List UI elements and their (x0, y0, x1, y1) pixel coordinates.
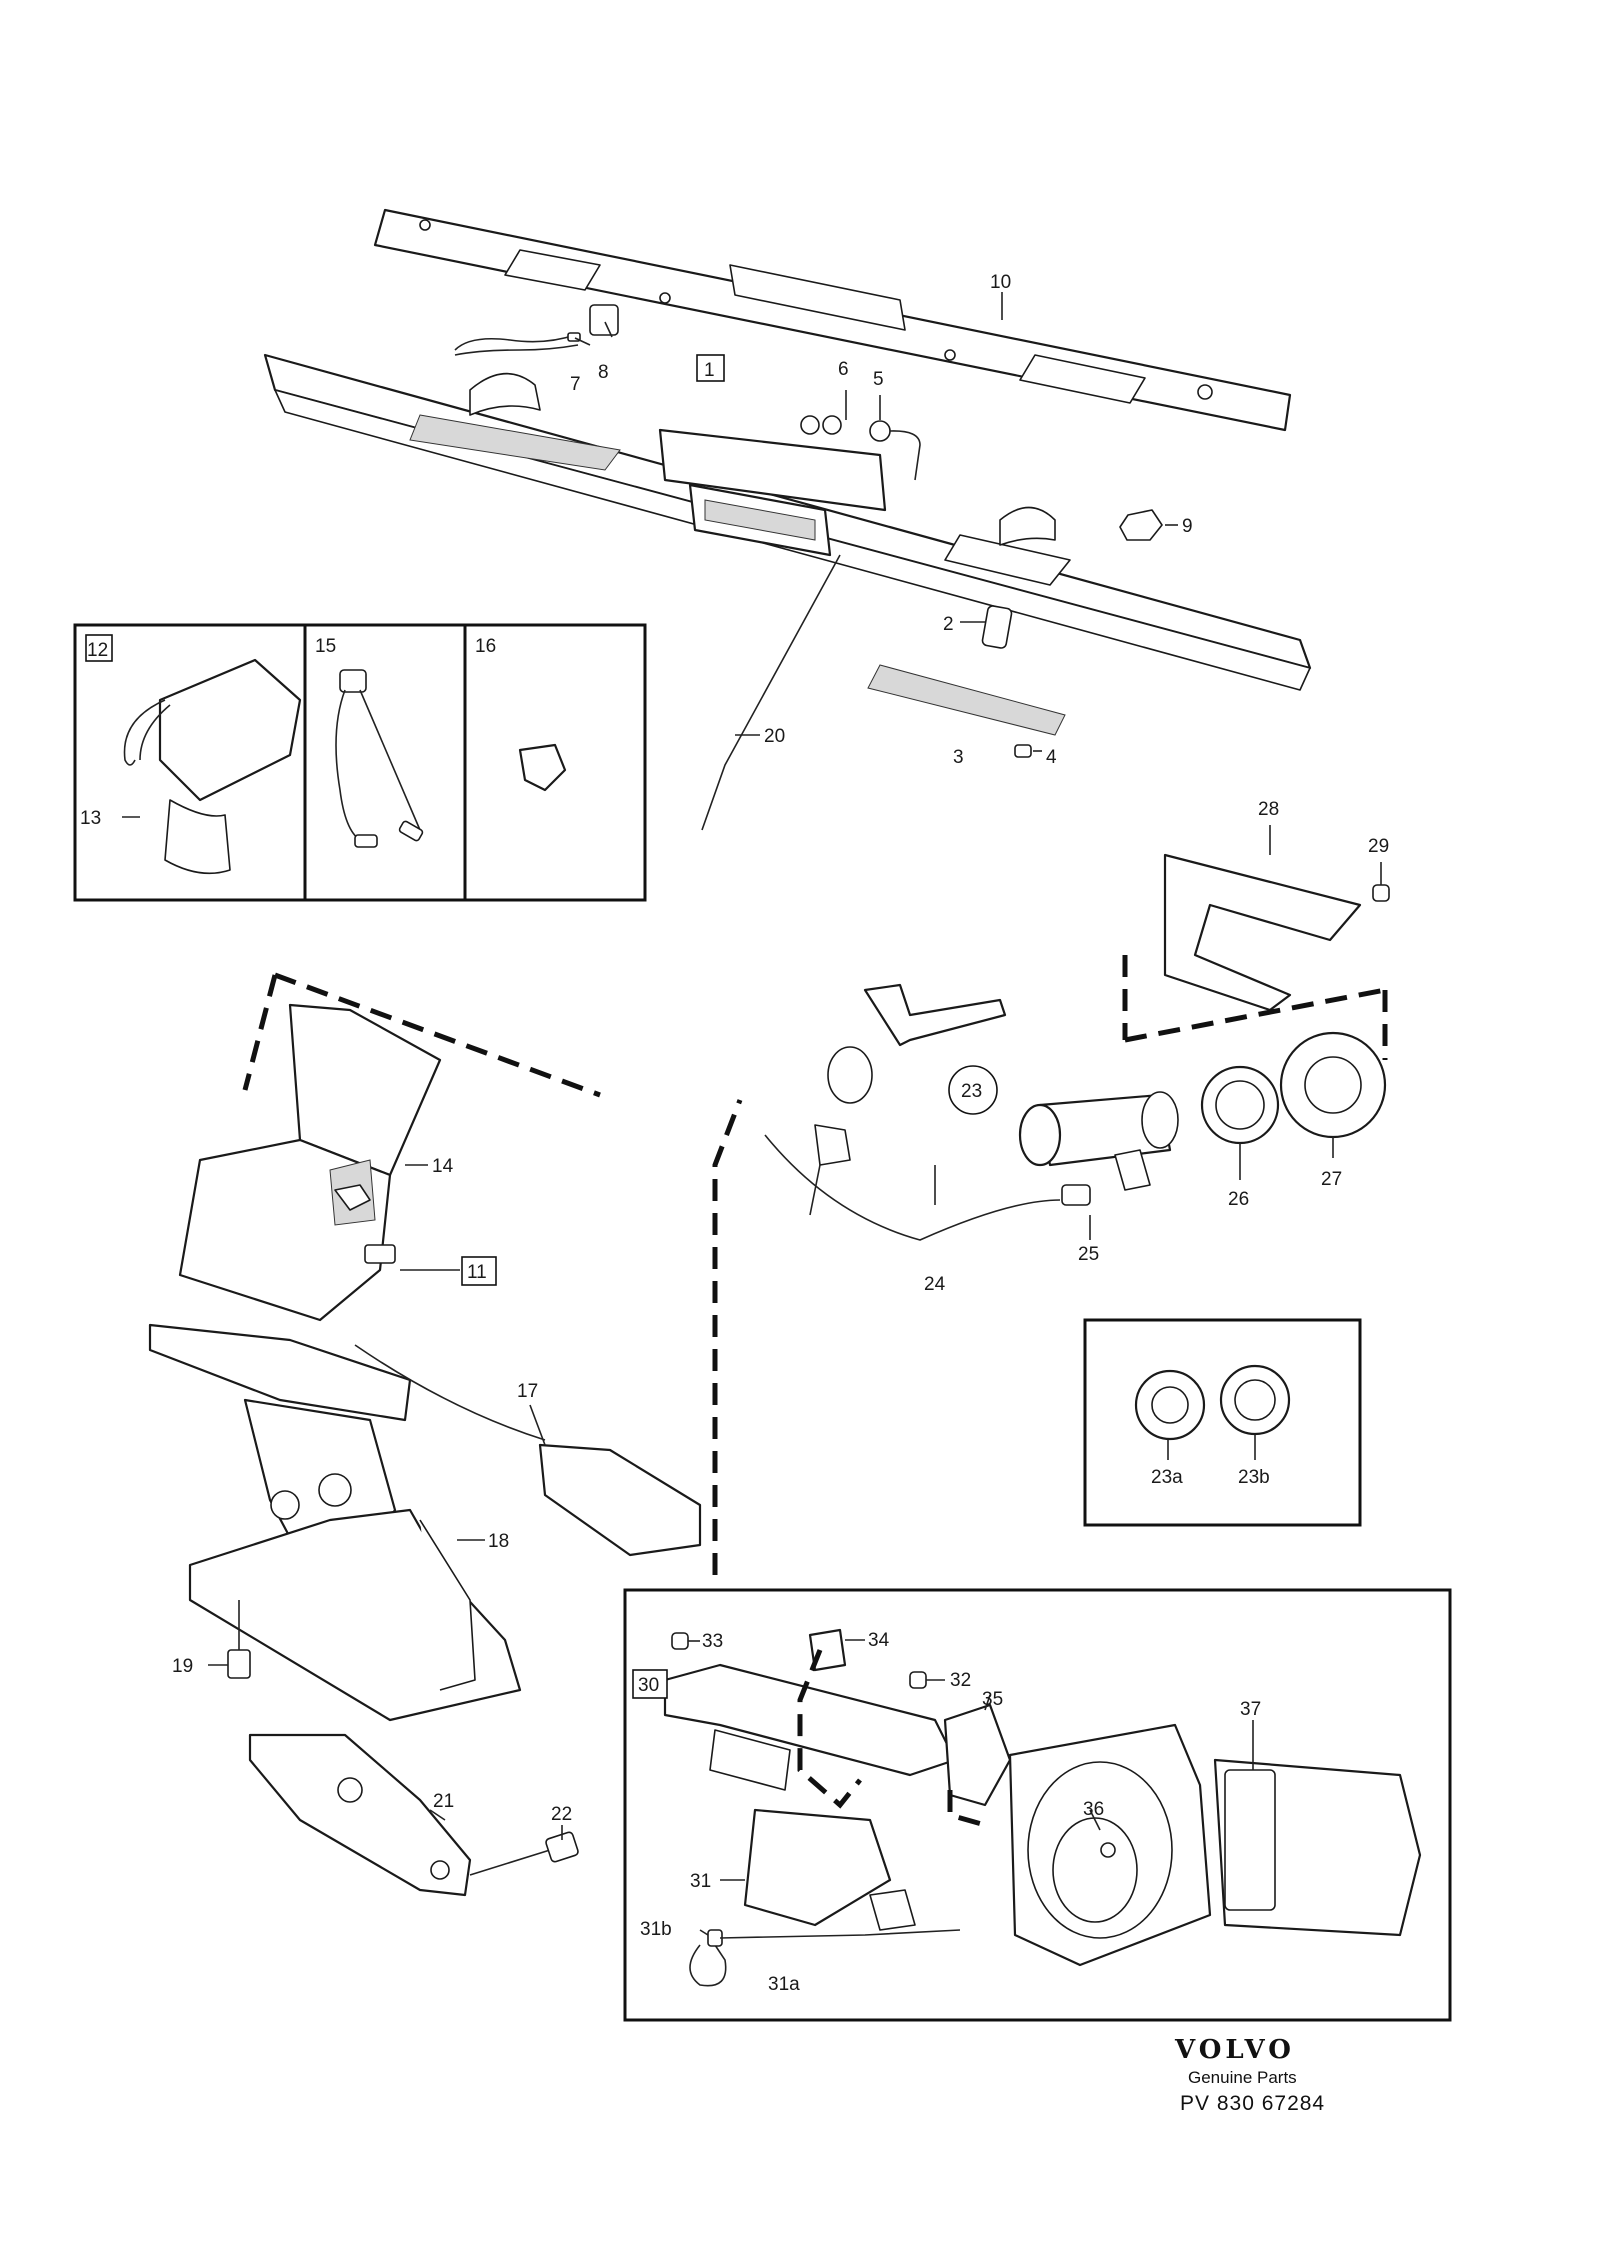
striker-21 (248, 1733, 472, 1897)
striker-plate-18 (188, 1508, 522, 1722)
callout-box-11 (461, 1256, 497, 1286)
rod-24 (764, 1134, 1061, 1241)
nut-9 (1119, 509, 1163, 541)
callout-28: 28 (1258, 799, 1279, 820)
lock-assembly-11 (148, 1003, 442, 1577)
callout-1: 1 (704, 360, 715, 381)
key-set-23 (809, 983, 1007, 1216)
document-reference: PV 830 67284 (1180, 2092, 1325, 2115)
callout-18: 18 (488, 1531, 509, 1552)
callout-19: 19 (172, 1656, 193, 1677)
dashed-link-11-to-20 (274, 972, 601, 1098)
dashed-link-left (242, 974, 278, 1091)
callout-27: 27 (1321, 1169, 1342, 1190)
callout-22: 22 (551, 1804, 572, 1825)
brand-subtitle: Genuine Parts (1188, 2068, 1297, 2087)
callout-2: 2 (943, 614, 954, 635)
callout-30: 30 (638, 1675, 659, 1696)
callout-10: 10 (990, 272, 1011, 293)
callout-4: 4 (1046, 747, 1057, 768)
inset-box-12-15-16 (73, 623, 647, 902)
callout-21: 21 (433, 1791, 454, 1812)
callout-14: 14 (432, 1156, 454, 1177)
callout-23a: 23a (1151, 1467, 1183, 1488)
callout-box-30 (632, 1669, 668, 1699)
callout-13: 13 (80, 808, 101, 829)
callout-31: 31 (690, 1871, 711, 1892)
bolt-22 (469, 1831, 579, 1876)
callout-circle-23 (948, 1065, 998, 1115)
callout-35: 35 (982, 1689, 1003, 1710)
callout-36: 36 (1083, 1799, 1104, 1820)
callout-box-1 (696, 354, 725, 382)
callout-23b: 23b (1238, 1467, 1270, 1488)
lock-cylinder-23 (1018, 1091, 1179, 1191)
callout-11: 11 (467, 1262, 487, 1283)
callout-8: 8 (598, 362, 609, 383)
connector-7-8 (454, 304, 619, 356)
ring-26 (1200, 1065, 1280, 1145)
cable-17 (354, 1344, 546, 1441)
dashed-frame-28 (1122, 955, 1388, 1060)
clip-25 (1061, 1184, 1091, 1206)
callout-31b: 31b (640, 1919, 672, 1940)
callout-33: 33 (702, 1631, 723, 1652)
callout-32: 32 (950, 1670, 971, 1691)
leader-lines (122, 292, 1382, 1936)
callout-9: 9 (1182, 516, 1193, 537)
callout-7: 7 (570, 374, 581, 395)
callout-20: 20 (764, 726, 785, 747)
rod-20 (701, 554, 841, 831)
ring-27 (1279, 1031, 1387, 1139)
dashed-link-17-24 (712, 1099, 743, 1575)
callout-17: 17 (517, 1381, 538, 1402)
inset-box-23a-23b (1083, 1318, 1362, 1527)
washers-5-6 (800, 415, 921, 481)
bracket-28 (1163, 853, 1390, 1012)
callout-25: 25 (1078, 1244, 1099, 1265)
callout-16: 16 (475, 636, 496, 657)
callout-34: 34 (868, 1630, 890, 1651)
upper-trim-panel (373, 208, 1292, 432)
callout-23: 23 (961, 1081, 982, 1102)
callout-31a: 31a (768, 1974, 800, 1995)
lock-cylinder-insert (981, 605, 1013, 649)
bolt-19 (227, 1600, 251, 1679)
callout-29: 29 (1368, 836, 1389, 857)
callout-3: 3 (953, 747, 964, 768)
screw-4 (1014, 744, 1032, 758)
brand-logo-text: VOLVO (1174, 2035, 1295, 2065)
lower-handle-panel (263, 353, 1312, 691)
callout-6: 6 (838, 359, 849, 380)
callout-26: 26 (1228, 1189, 1249, 1210)
cover-plate (867, 664, 1066, 736)
callout-15: 15 (315, 636, 336, 657)
callout-5: 5 (873, 369, 884, 390)
inset-box-30-37 (623, 1588, 1452, 2022)
callout-24: 24 (924, 1274, 946, 1295)
callout-37: 37 (1240, 1699, 1261, 1720)
bracket-17 (538, 1443, 702, 1557)
callout-12: 12 (87, 640, 108, 661)
